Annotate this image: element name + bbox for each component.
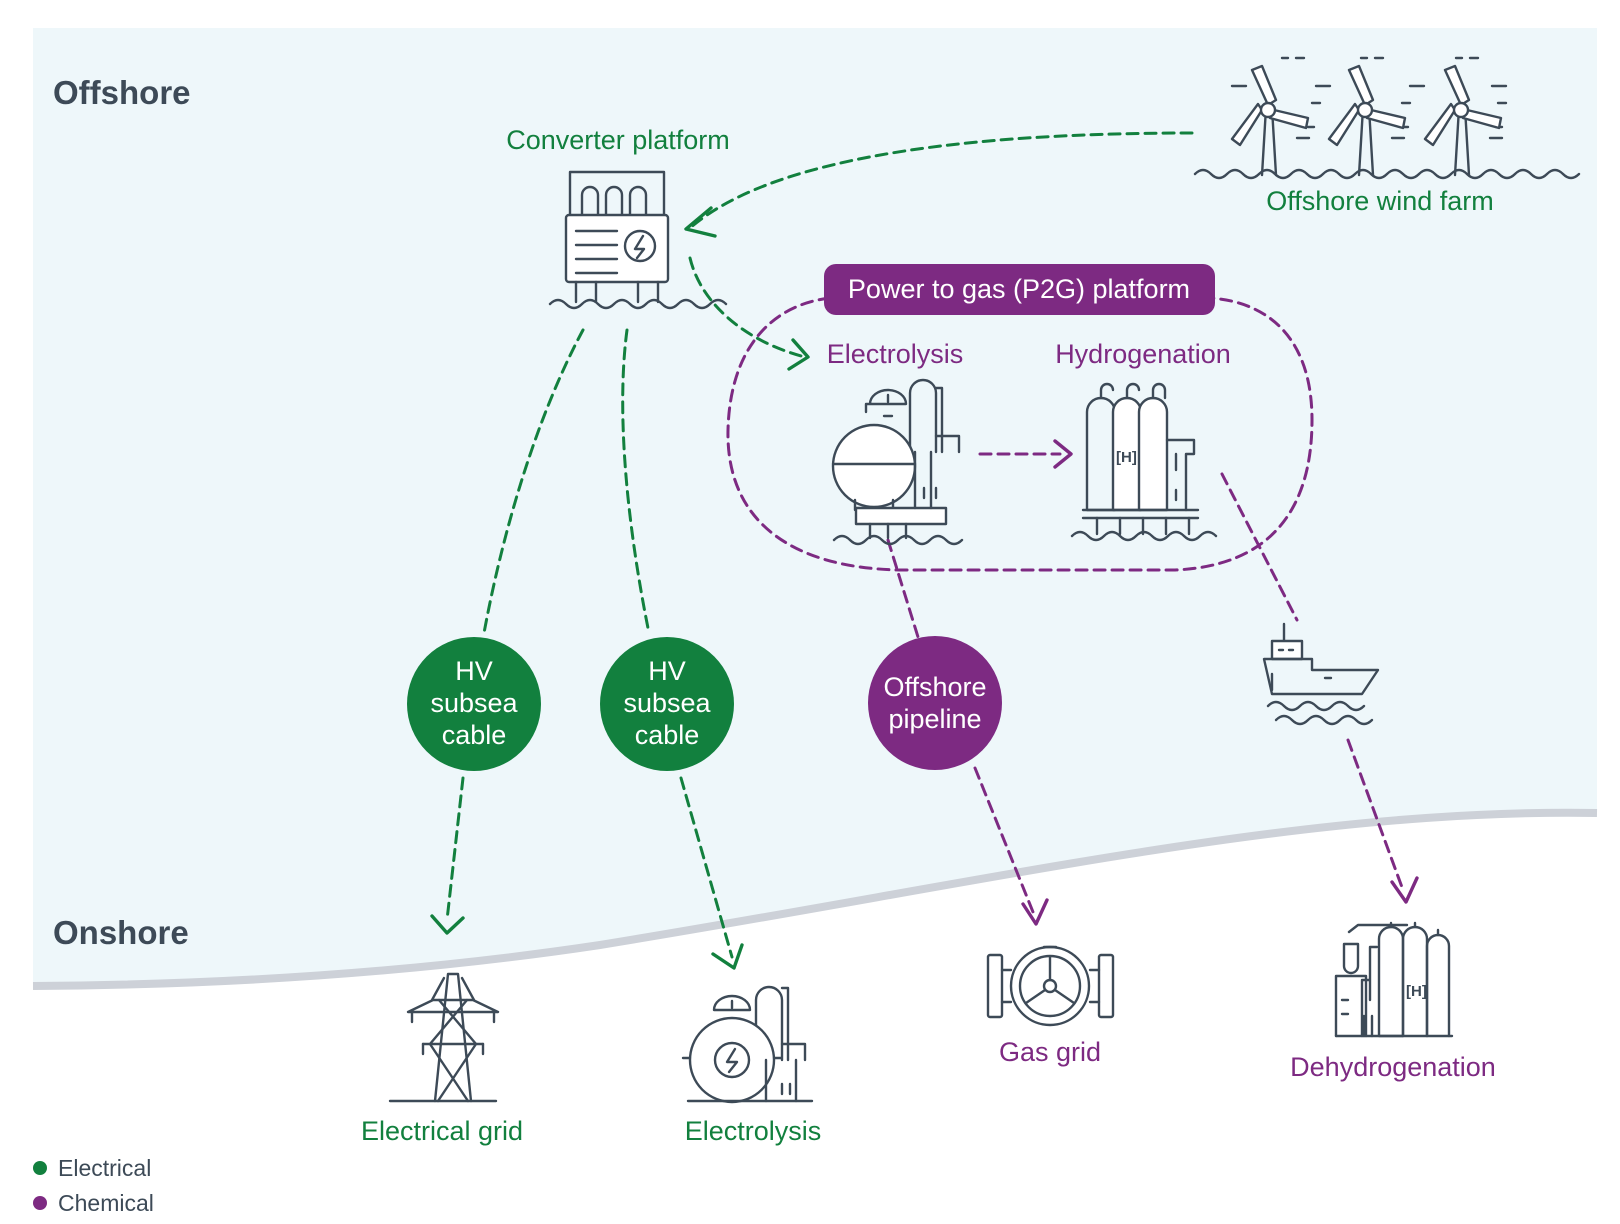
hv-subsea-cable-a: HV subsea cable xyxy=(407,637,541,771)
cable-b-line-1: HV xyxy=(648,656,686,686)
p2g-platform-label: Power to gas (P2G) platform xyxy=(848,274,1190,304)
p2g-platform-outline xyxy=(726,296,1314,572)
converter-platform-label: Converter platform xyxy=(506,125,730,155)
arrowhead-to-electrolysis-onshore xyxy=(711,943,744,970)
flow-wind-to-converter xyxy=(688,131,1194,230)
offshore-sea-area xyxy=(33,28,1597,986)
onshore-label: Onshore xyxy=(53,914,189,951)
cable-a-line-3: cable xyxy=(442,720,507,750)
legend-electrical-dot xyxy=(33,1161,47,1175)
cable-a-line-2: subsea xyxy=(430,688,518,718)
hv-subsea-cable-b: HV subsea cable xyxy=(600,637,734,771)
dehydrogenation-label: Dehydrogenation xyxy=(1290,1052,1496,1082)
arrowhead-to-gas-grid xyxy=(1021,898,1049,926)
svg-text:[H]: [H] xyxy=(1116,449,1137,466)
electrolyser-icon xyxy=(831,378,964,546)
flow-cable-a-to-grid xyxy=(445,776,465,922)
flow-converter-to-cable-b xyxy=(621,328,651,635)
flow-converter-to-electrolysis xyxy=(688,256,807,359)
arrowhead-to-electrical-grid xyxy=(430,914,465,935)
cable-b-line-3: cable xyxy=(635,720,700,750)
pipeline-line-2: pipeline xyxy=(888,704,981,734)
arrowhead-converter-to-electrolysis xyxy=(787,338,810,371)
offshore-label: Offshore xyxy=(53,74,191,111)
flow-cable-b-to-electrolysis xyxy=(679,776,734,959)
hydrogen-tanks-icon: [H] xyxy=(1070,382,1218,542)
arrowhead-to-hydrogenation xyxy=(1053,439,1073,469)
electrolysis-offshore-label: Electrolysis xyxy=(827,339,964,369)
flow-hydrogenation-to-ship xyxy=(1220,472,1299,622)
flow-electrolysis-to-pipeline xyxy=(886,538,920,639)
legend-chemical-label: Chemical xyxy=(58,1190,154,1216)
flow-ship-to-dehydrogenation xyxy=(1346,738,1405,892)
cable-b-line-2: subsea xyxy=(623,688,711,718)
legend-chemical-dot xyxy=(33,1196,47,1210)
electrolysis-onshore-label: Electrolysis xyxy=(685,1116,822,1146)
gas-grid-label: Gas grid xyxy=(999,1037,1101,1067)
electrolyser-icon xyxy=(681,985,814,1104)
flow-converter-to-cable-a xyxy=(482,328,585,635)
arrowhead-to-dehydrogenation xyxy=(1390,876,1419,904)
wind-farm-label: Offshore wind farm xyxy=(1266,186,1494,216)
wind-turbines-icon xyxy=(1193,56,1581,180)
electrical-grid-label: Electrical grid xyxy=(361,1116,523,1146)
pipeline-valve-icon xyxy=(986,945,1115,1027)
ship-icon xyxy=(1262,622,1380,726)
flow-pipeline-to-gas-grid xyxy=(973,766,1035,914)
p2g-platform-badge xyxy=(824,264,1215,315)
arrowhead-wind-to-converter xyxy=(684,206,717,238)
svg-text:[H]: [H] xyxy=(1406,983,1427,1000)
shoreline xyxy=(32,808,1598,990)
pipeline-line-1: Offshore xyxy=(883,672,986,702)
cable-a-line-1: HV xyxy=(455,656,493,686)
offshore-pipeline: Offshore pipeline xyxy=(868,636,1002,770)
legend: Electrical Chemical xyxy=(33,1155,154,1216)
dehydrogenation-plant-icon: [H] xyxy=(1334,921,1454,1038)
power-pylon-icon xyxy=(388,972,500,1103)
hydrogenation-label: Hydrogenation xyxy=(1055,339,1231,369)
converter-platform-icon xyxy=(548,170,728,310)
legend-electrical-label: Electrical xyxy=(58,1155,151,1181)
